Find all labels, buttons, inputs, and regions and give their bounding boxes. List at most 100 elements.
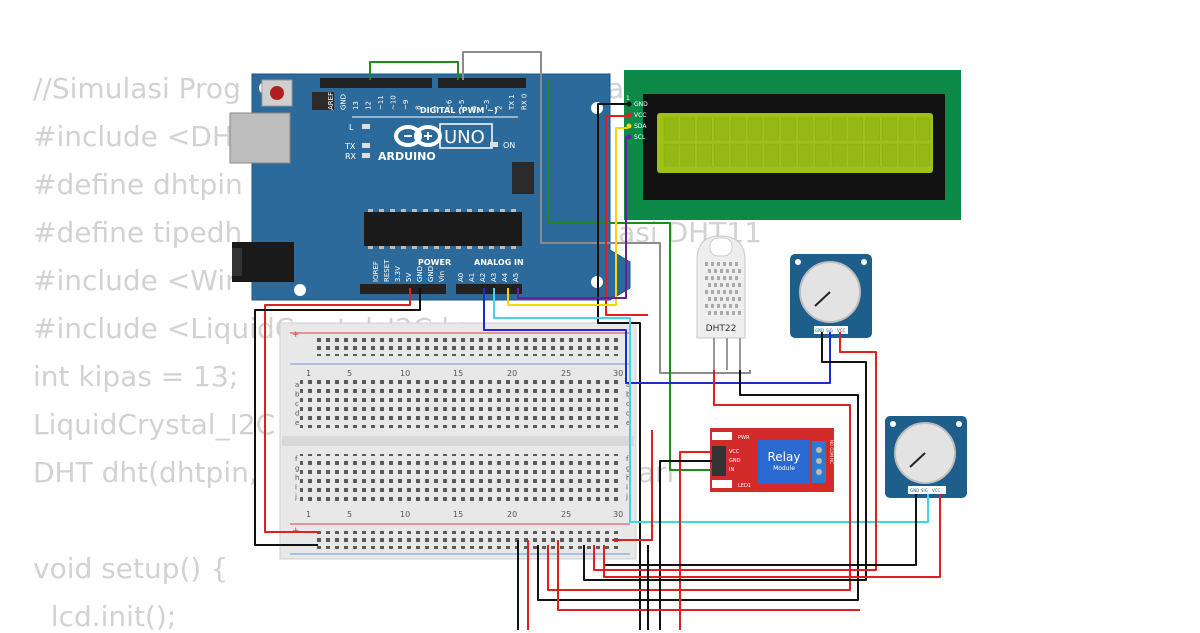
code-line: #include <Wir (33, 264, 237, 297)
arduino-pin-label: RESET (383, 259, 391, 282)
arduino-pin-label: ~6 (446, 99, 454, 110)
arduino-brand: ARDUINO (378, 150, 436, 163)
led-rx-label: RX (345, 152, 357, 161)
relay-title: Relay (768, 450, 801, 464)
arduino-pin-label: A5 (512, 273, 520, 282)
arduino-pin-label: ~10 (390, 95, 398, 110)
breadboard-row-letter: d (295, 410, 299, 418)
wire-red-5v (264, 288, 411, 533)
breadboard-col-number: 20 (507, 510, 517, 519)
wires (254, 51, 941, 630)
code-line: lcd.init(); (33, 600, 177, 633)
relay-led-label: LED1 (738, 483, 751, 489)
breadboard-row-letter: a (626, 381, 630, 389)
wire-red-bb-3 (557, 540, 860, 611)
breadboard-col-number: 5 (347, 369, 352, 378)
pot-pin-label: VCC (932, 488, 941, 493)
wire-red-relay-vcc (679, 451, 712, 630)
arduino-pin-label: 12 (365, 101, 373, 110)
code-line: #include <DH (33, 120, 233, 153)
breadboard-col-number: 10 (400, 369, 410, 378)
lcd-pin-label: SDA (634, 123, 647, 130)
pot-pin-label: GND (815, 328, 824, 333)
breadboard-col-number: 25 (561, 510, 571, 519)
breadboard-col-number: 20 (507, 369, 517, 378)
relay-subtitle: Module (773, 465, 795, 472)
breadboard-row-letter: e (626, 419, 630, 427)
arduino-pin-label: A0 (457, 273, 465, 282)
pot-pin-label: VCC (837, 328, 846, 333)
arduino-pin-label: 8 (415, 106, 423, 110)
arduino-pin-label: RX 0 (521, 94, 529, 110)
knob-indicator-icon (814, 291, 831, 307)
breadboard-col-number: 15 (453, 369, 463, 378)
wire-green-relay-in (547, 80, 712, 471)
breadboard-row-letter: f (626, 455, 629, 463)
digital-header-label: DIGITAL (PWM ~) (420, 106, 498, 115)
arduino-pin-label: IOREF (372, 261, 380, 282)
wire-black-pot2-gnd (603, 494, 917, 566)
wire-red-bb-5 (612, 430, 653, 541)
arduino-pin-label: 4 (471, 105, 479, 110)
code-line: #define dhtpin (33, 168, 243, 201)
arduino-uno: UNO ARDUINO DIGITAL (PWM ~) ANALOG IN PO… (229, 73, 631, 301)
breadboard-row-letter: e (295, 419, 299, 427)
wire-black-dht-gnd (537, 370, 859, 601)
breadboard-col-number: 1 (306, 510, 311, 519)
arduino-pin-label: GND (416, 266, 424, 282)
arduino-pin-label: A1 (468, 273, 476, 282)
wire-red-lcd-vcc (605, 115, 648, 316)
arduino-pin-label: 7 (433, 106, 441, 110)
analog-header-label: ANALOG IN (474, 258, 524, 267)
pot-pin-label: GND (910, 488, 919, 493)
breadboard-row-letter: i (626, 484, 628, 492)
breadboard-row-letter: h (626, 474, 630, 482)
wire-black-relay-gnd (659, 460, 712, 630)
breadboard-row-letter: c (626, 400, 630, 408)
breadboard-row-letter: g (295, 465, 299, 473)
wire-blue-a2 (483, 288, 831, 384)
arduino-pin-label: A2 (479, 273, 487, 282)
relay-pwr-label: PWR (738, 435, 750, 441)
arduino-pin-label: Vin (438, 271, 446, 282)
arduino-pin-label: 13 (352, 101, 360, 110)
code-line: int kipas = 13; (33, 360, 239, 393)
arduino-pin-label: GND (340, 94, 348, 110)
arduino-pin-label: GND (427, 266, 435, 282)
wire-red-pot2-vcc (603, 494, 941, 578)
wire-yellow-lcd-sda (507, 127, 628, 306)
breadboard-row-letter: g (626, 465, 630, 473)
dht22-sensor: DHT22 (696, 235, 746, 370)
breadboard-row-letter: b (626, 391, 631, 399)
led-on-label: ON (503, 141, 515, 150)
breadboard-row-letter: a (295, 381, 299, 389)
wire-gray-pin7 (462, 51, 751, 374)
svg-text:+: + (292, 330, 300, 340)
dht22-label: DHT22 (706, 324, 737, 334)
arduino-model: UNO (444, 127, 485, 148)
relay-pin-label: VCC (729, 449, 740, 455)
relay-pin-label: GND (729, 458, 741, 464)
wire-purple-lcd-scl (517, 136, 628, 299)
breadboard-row-letter: j (294, 493, 297, 501)
breadboard-col-number: 30 (613, 369, 623, 378)
lcd-pin-label: VCC (634, 112, 646, 119)
arduino-pin-label: ~11 (377, 95, 385, 110)
wire-red-dht-vcc (547, 370, 851, 591)
wire-cyan-a3 (493, 288, 929, 523)
wire-black-pot1-gnd (583, 332, 867, 581)
arduino-pin-label: A3 (490, 273, 498, 282)
arduino-pin-label: 5V (405, 273, 413, 282)
wire-red-pot1-vcc (593, 332, 877, 571)
breadboard-col-number: 1 (306, 369, 311, 378)
knob-indicator-icon (909, 452, 926, 468)
breadboard-col-number: 15 (453, 510, 463, 519)
arduino-pin-label: TX 1 (508, 94, 516, 111)
breadboard-col-number: 5 (347, 510, 352, 519)
arduino-pin-label: 2 (496, 106, 504, 110)
